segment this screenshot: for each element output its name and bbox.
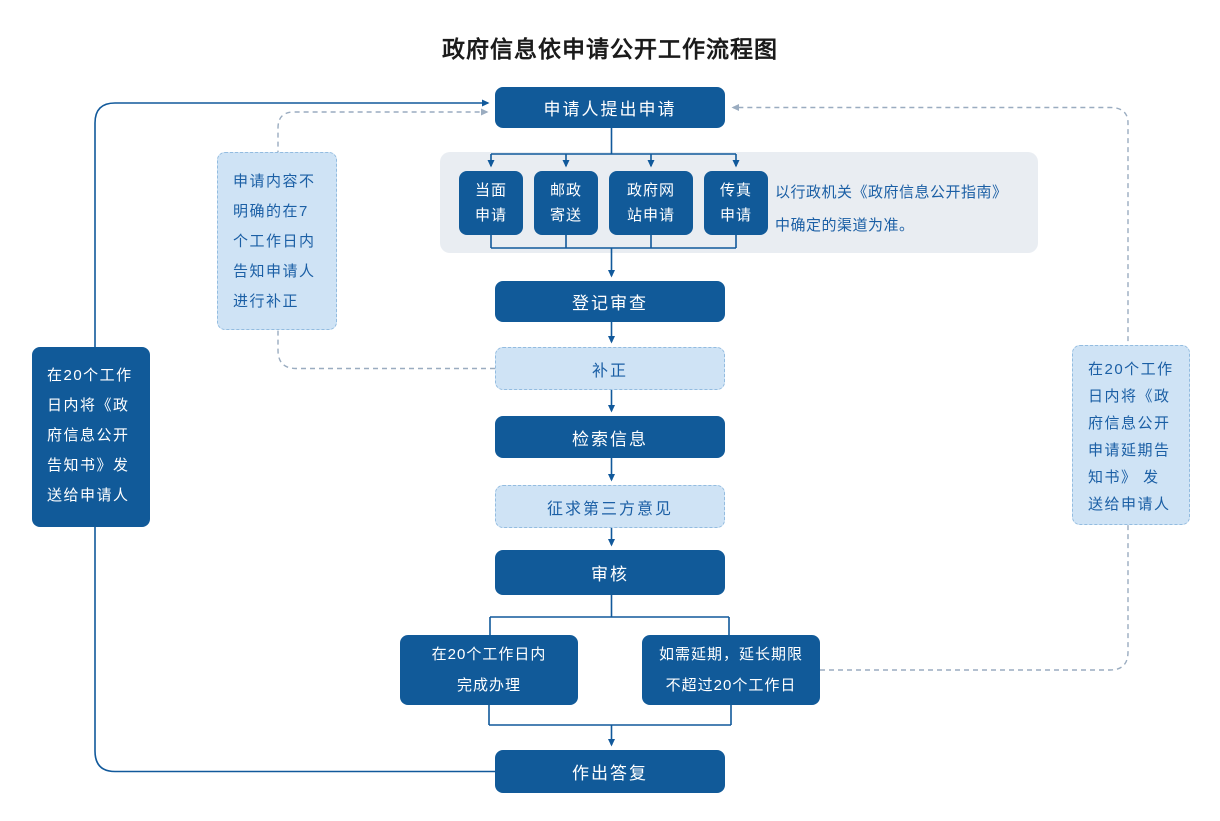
branch-label-line2: 不超过20个工作日 (665, 677, 797, 694)
node-channel-website: 政府网 站申请 (609, 171, 693, 235)
channel-label-line1: 当面 (474, 182, 507, 199)
channel-label-line2: 申请 (474, 207, 507, 224)
channel-label-line1: 传真 (719, 182, 752, 199)
branch-label-line1: 如需延期，延长期限 (658, 646, 803, 663)
node-search: 检索信息 (495, 416, 725, 458)
node-register: 登记审查 (495, 281, 725, 322)
node-review: 审核 (495, 550, 725, 595)
node-branch-delay: 如需延期，延长期限 不超过20个工作日 (642, 635, 820, 705)
node-channel-in-person: 当面 申请 (459, 171, 523, 235)
page-title: 政府信息依申请公开工作流程图 (442, 36, 778, 62)
node-branch-complete: 在20个工作日内 完成办理 (400, 635, 578, 705)
branch-label-line1: 在20个工作日内 (431, 646, 547, 663)
node-channel-fax: 传真 申请 (704, 171, 768, 235)
channel-label-line2: 站申请 (626, 207, 675, 224)
node-third-party: 征求第三方意见 (495, 485, 725, 528)
connector-apply-to-channels (491, 128, 736, 155)
channel-label-line1: 政府网 (626, 182, 675, 199)
connector-delay-loop (731, 104, 1129, 671)
channel-note-text: 以行政机关《政府信息公开指南》中确定的渠道为准。 (775, 184, 1001, 234)
channel-label-line2: 寄送 (549, 207, 582, 224)
channel-label-line2: 申请 (719, 207, 752, 224)
connector-correction-loop (277, 108, 495, 370)
connector-review-split (489, 595, 730, 635)
branch-label-line2: 完成办理 (456, 677, 521, 694)
node-reply: 作出答复 (495, 750, 725, 793)
note-correction-rule: 申请内容不明确的在7个工作日内告知申请人进行补正 (217, 152, 337, 330)
channel-label-line1: 邮政 (549, 182, 582, 199)
connector-channels-join (490, 235, 737, 249)
note-delay-notice: 在20个工作日内将《政府信息公开申请延期告知书》 发送给申请人 (1072, 345, 1190, 525)
node-correction: 补正 (495, 347, 725, 390)
note-disclosure-notice: 在20个工作日内将《政府信息公开告知书》发送给申请人 (32, 347, 150, 527)
node-apply: 申请人提出申请 (495, 87, 725, 128)
node-channel-postal: 邮政 寄送 (534, 171, 598, 235)
connector-branches-join (488, 703, 732, 726)
